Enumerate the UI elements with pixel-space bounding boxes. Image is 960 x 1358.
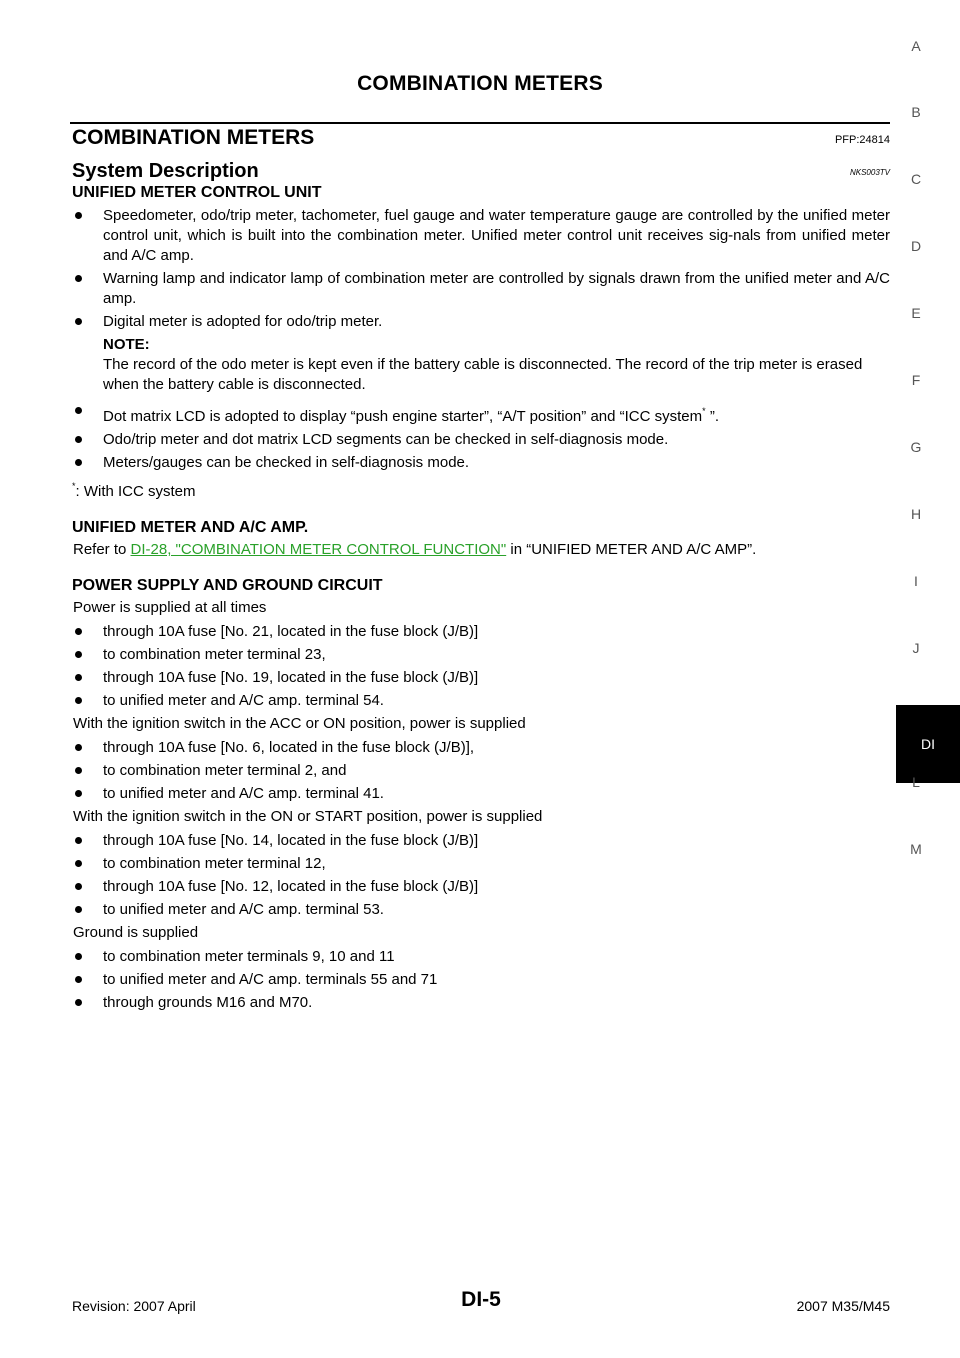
note-label: NOTE: [103, 336, 150, 353]
list-item: to combination meter terminal 23, [72, 645, 890, 665]
side-index-letter[interactable]: A [911, 38, 921, 54]
list-item: Warning lamp and indicator lamp of combi… [72, 269, 890, 309]
power-intro: With the ignition switch in the ACC or O… [73, 715, 526, 732]
bullet-icon [75, 318, 82, 325]
footnote: *: With ICC system [72, 476, 890, 502]
side-index-letter[interactable]: H [910, 506, 922, 522]
bullet-icon [75, 953, 82, 960]
unified-unit-heading: UNIFIED METER CONTROL UNIT [72, 184, 322, 201]
footnote-text: : With ICC system [75, 483, 196, 500]
bullet-icon [75, 436, 82, 443]
side-index-letter[interactable]: F [911, 372, 921, 388]
subsection-title: System Description [72, 160, 259, 182]
side-index-letter[interactable]: G [910, 439, 922, 455]
bullet-icon [75, 651, 82, 658]
power-intro: With the ignition switch in the ON or ST… [73, 808, 543, 825]
power-intro: Ground is supplied [73, 924, 199, 941]
bullet-icon [75, 407, 82, 414]
bullet-icon [75, 744, 82, 751]
bullet-icon [75, 628, 82, 635]
bullet-icon [75, 275, 82, 282]
side-index-letter[interactable]: C [910, 171, 922, 187]
bullet-icon [75, 674, 82, 681]
note-text: The record of the odo meter is kept even… [103, 356, 863, 393]
revision-text: Revision: 2007 April [72, 1298, 196, 1314]
amp-reference: Refer to DI-28, "COMBINATION METER CONTR… [73, 541, 757, 558]
list-item: to combination meter terminal 12, [72, 854, 890, 874]
power-intro: Power is supplied at all times [73, 599, 267, 616]
side-index-letter[interactable]: J [912, 640, 920, 656]
side-index-letter[interactable]: E [911, 305, 921, 321]
footnote-asterisk: * [72, 481, 76, 491]
bullet-icon [75, 767, 82, 774]
list-item: to unified meter and A/C amp. terminal 5… [72, 691, 890, 711]
list-item: to combination meter terminals 9, 10 and… [72, 947, 890, 967]
section-title: COMBINATION METERS [72, 126, 315, 149]
bullet-icon [75, 999, 82, 1006]
list-item: to unified meter and A/C amp. terminal 4… [72, 784, 890, 804]
list-item: through 10A fuse [No. 6, located in the … [72, 738, 890, 758]
list-item: Dot matrix LCD is adopted to display “pu… [72, 401, 890, 427]
power-list: through 10A fuse [No. 21, located in the… [72, 622, 890, 711]
power-list: through 10A fuse [No. 14, located in the… [72, 831, 890, 920]
bullet-icon [75, 697, 82, 704]
bullet-icon [75, 790, 82, 797]
list-item: to combination meter terminal 2, and [72, 761, 890, 781]
side-index-letter[interactable]: B [911, 104, 921, 120]
list-item: Odo/trip meter and dot matrix LCD segmen… [72, 430, 890, 450]
list-item: through 10A fuse [No. 21, located in the… [72, 622, 890, 642]
list-item: to unified meter and A/C amp. terminal 5… [72, 900, 890, 920]
section-heading: COMBINATION METERS PFP:24814 [72, 126, 890, 156]
unified-unit-list-a: Speedometer, odo/trip meter, tachometer,… [72, 206, 890, 332]
main-content: COMBINATION METERS PFP:24814 System Desc… [72, 126, 890, 1016]
amp-heading: UNIFIED METER AND A/C AMP. [72, 519, 309, 536]
page-number: DI-5 [461, 1288, 501, 1311]
list-item: Meters/gauges can be checked in self-dia… [72, 453, 890, 473]
subsection-heading: System Description NKS003TV [72, 160, 890, 184]
list-item: Speedometer, odo/trip meter, tachometer,… [72, 206, 890, 266]
section-code: PFP:24814 [834, 134, 890, 146]
reference-link[interactable]: DI-28, "COMBINATION METER CONTROL FUNCTI… [130, 541, 507, 558]
bullet-icon [75, 212, 82, 219]
note-block: NOTE: The record of the odo meter is kep… [72, 335, 890, 395]
header-rule [70, 122, 890, 124]
list-item: to unified meter and A/C amp. terminals … [72, 970, 890, 990]
bullet-icon [75, 976, 82, 983]
model-text: 2007 M35/M45 [796, 1298, 890, 1314]
list-item: through 10A fuse [No. 14, located in the… [72, 831, 890, 851]
page-footer: Revision: 2007 April DI-5 2007 M35/M45 [72, 1288, 890, 1318]
power-list: to combination meter terminals 9, 10 and… [72, 947, 890, 1013]
side-index-active-tab[interactable]: DI [896, 705, 960, 783]
unified-unit-list-b: Dot matrix LCD is adopted to display “pu… [72, 401, 890, 473]
bullet-icon [75, 883, 82, 890]
power-list: through 10A fuse [No. 6, located in the … [72, 738, 890, 804]
list-item: Digital meter is adopted for odo/trip me… [72, 312, 890, 332]
bullet-icon [75, 906, 82, 913]
side-index-letter[interactable]: I [914, 573, 918, 589]
power-heading: POWER SUPPLY AND GROUND CIRCUIT [72, 577, 383, 594]
bullet-icon [75, 837, 82, 844]
list-item: through 10A fuse [No. 19, located in the… [72, 668, 890, 688]
list-item: through grounds M16 and M70. [72, 993, 890, 1013]
side-index-letter[interactable]: M [910, 841, 922, 857]
subsection-code: NKS003TV [849, 168, 890, 177]
list-item: through 10A fuse [No. 12, located in the… [72, 877, 890, 897]
bullet-icon [75, 860, 82, 867]
page-header-title: COMBINATION METERS [357, 72, 603, 95]
bullet-icon [75, 459, 82, 466]
side-index-letter[interactable]: D [910, 238, 922, 254]
side-index-letter[interactable]: L [912, 774, 920, 790]
